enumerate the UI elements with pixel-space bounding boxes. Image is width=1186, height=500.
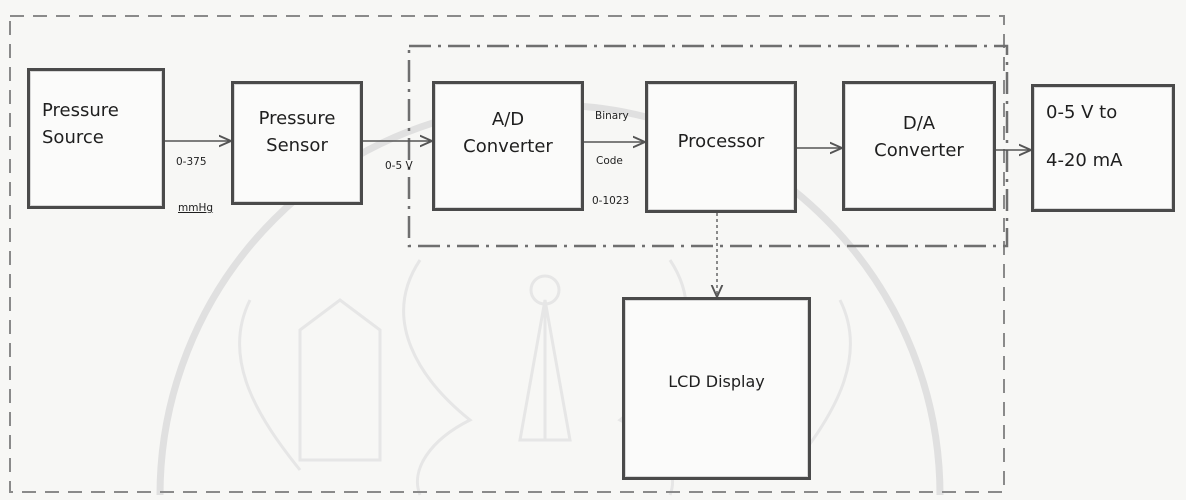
pressure-sensor-label: Pressure Sensor [234,105,360,159]
processor-label: Processor [648,128,794,155]
voltage-to-current-label: 0-5 V to 4-20 mA [1046,101,1172,173]
code-range-label: 0-1023 [592,195,629,208]
processor-block: Processor [645,81,797,213]
pressure-source-label: Pressure Source [42,97,162,151]
code-label: Code [596,155,623,168]
pressure-sensor-block: Pressure Sensor [231,81,363,205]
ad-converter-label: A/D Converter [435,106,581,160]
ad-converter-block: A/D Converter [432,81,584,211]
da-converter-block: D/A Converter [842,81,996,211]
da-converter-label: D/A Converter [845,110,993,164]
sensor-output-label: 0-5 V [385,160,413,173]
lcd-display-label: LCD Display [625,368,808,395]
voltage-to-current-block: 0-5 V to 4-20 mA [1031,84,1175,212]
pressure-source-block: Pressure Source [27,68,165,209]
lcd-display-block: LCD Display [622,297,811,480]
binary-label: Binary [595,110,629,123]
source-range-label: 0-375 [176,156,207,169]
source-unit-label: mmHg [178,202,213,215]
